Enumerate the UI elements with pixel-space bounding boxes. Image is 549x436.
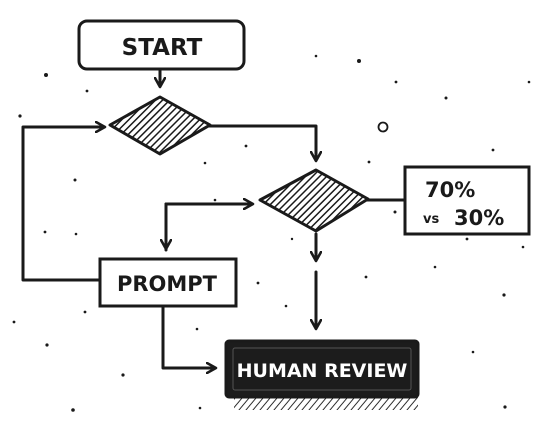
- decision-diamond-1: [108, 95, 212, 156]
- ground-hatching: [234, 396, 418, 410]
- start-label: START: [122, 35, 203, 61]
- split-top-value: 70%: [425, 178, 475, 202]
- arrow-prompt-to-human-review: [161, 304, 215, 368]
- ink-speckles: [12, 54, 531, 412]
- small-ring-mark: [377, 121, 389, 133]
- arrow-decision-1-to-decision-2: [207, 124, 316, 160]
- arrow-to-decision-2-left: [164, 204, 252, 252]
- start-node: START: [77, 19, 246, 71]
- arrow-prompt-loop-back: [21, 127, 104, 282]
- decision-diamond-2: [258, 168, 370, 233]
- split-vs-label: vs: [423, 212, 439, 227]
- prompt-node: PROMPT: [98, 257, 238, 308]
- split-note-box: 70% vs 30%: [403, 165, 531, 236]
- split-bottom-value: 30%: [454, 206, 504, 230]
- human-review-label: HUMAN REVIEW: [237, 360, 408, 382]
- connectors: [21, 68, 406, 368]
- human-review-node: HUMAN REVIEW: [224, 339, 420, 410]
- prompt-label: PROMPT: [117, 272, 218, 296]
